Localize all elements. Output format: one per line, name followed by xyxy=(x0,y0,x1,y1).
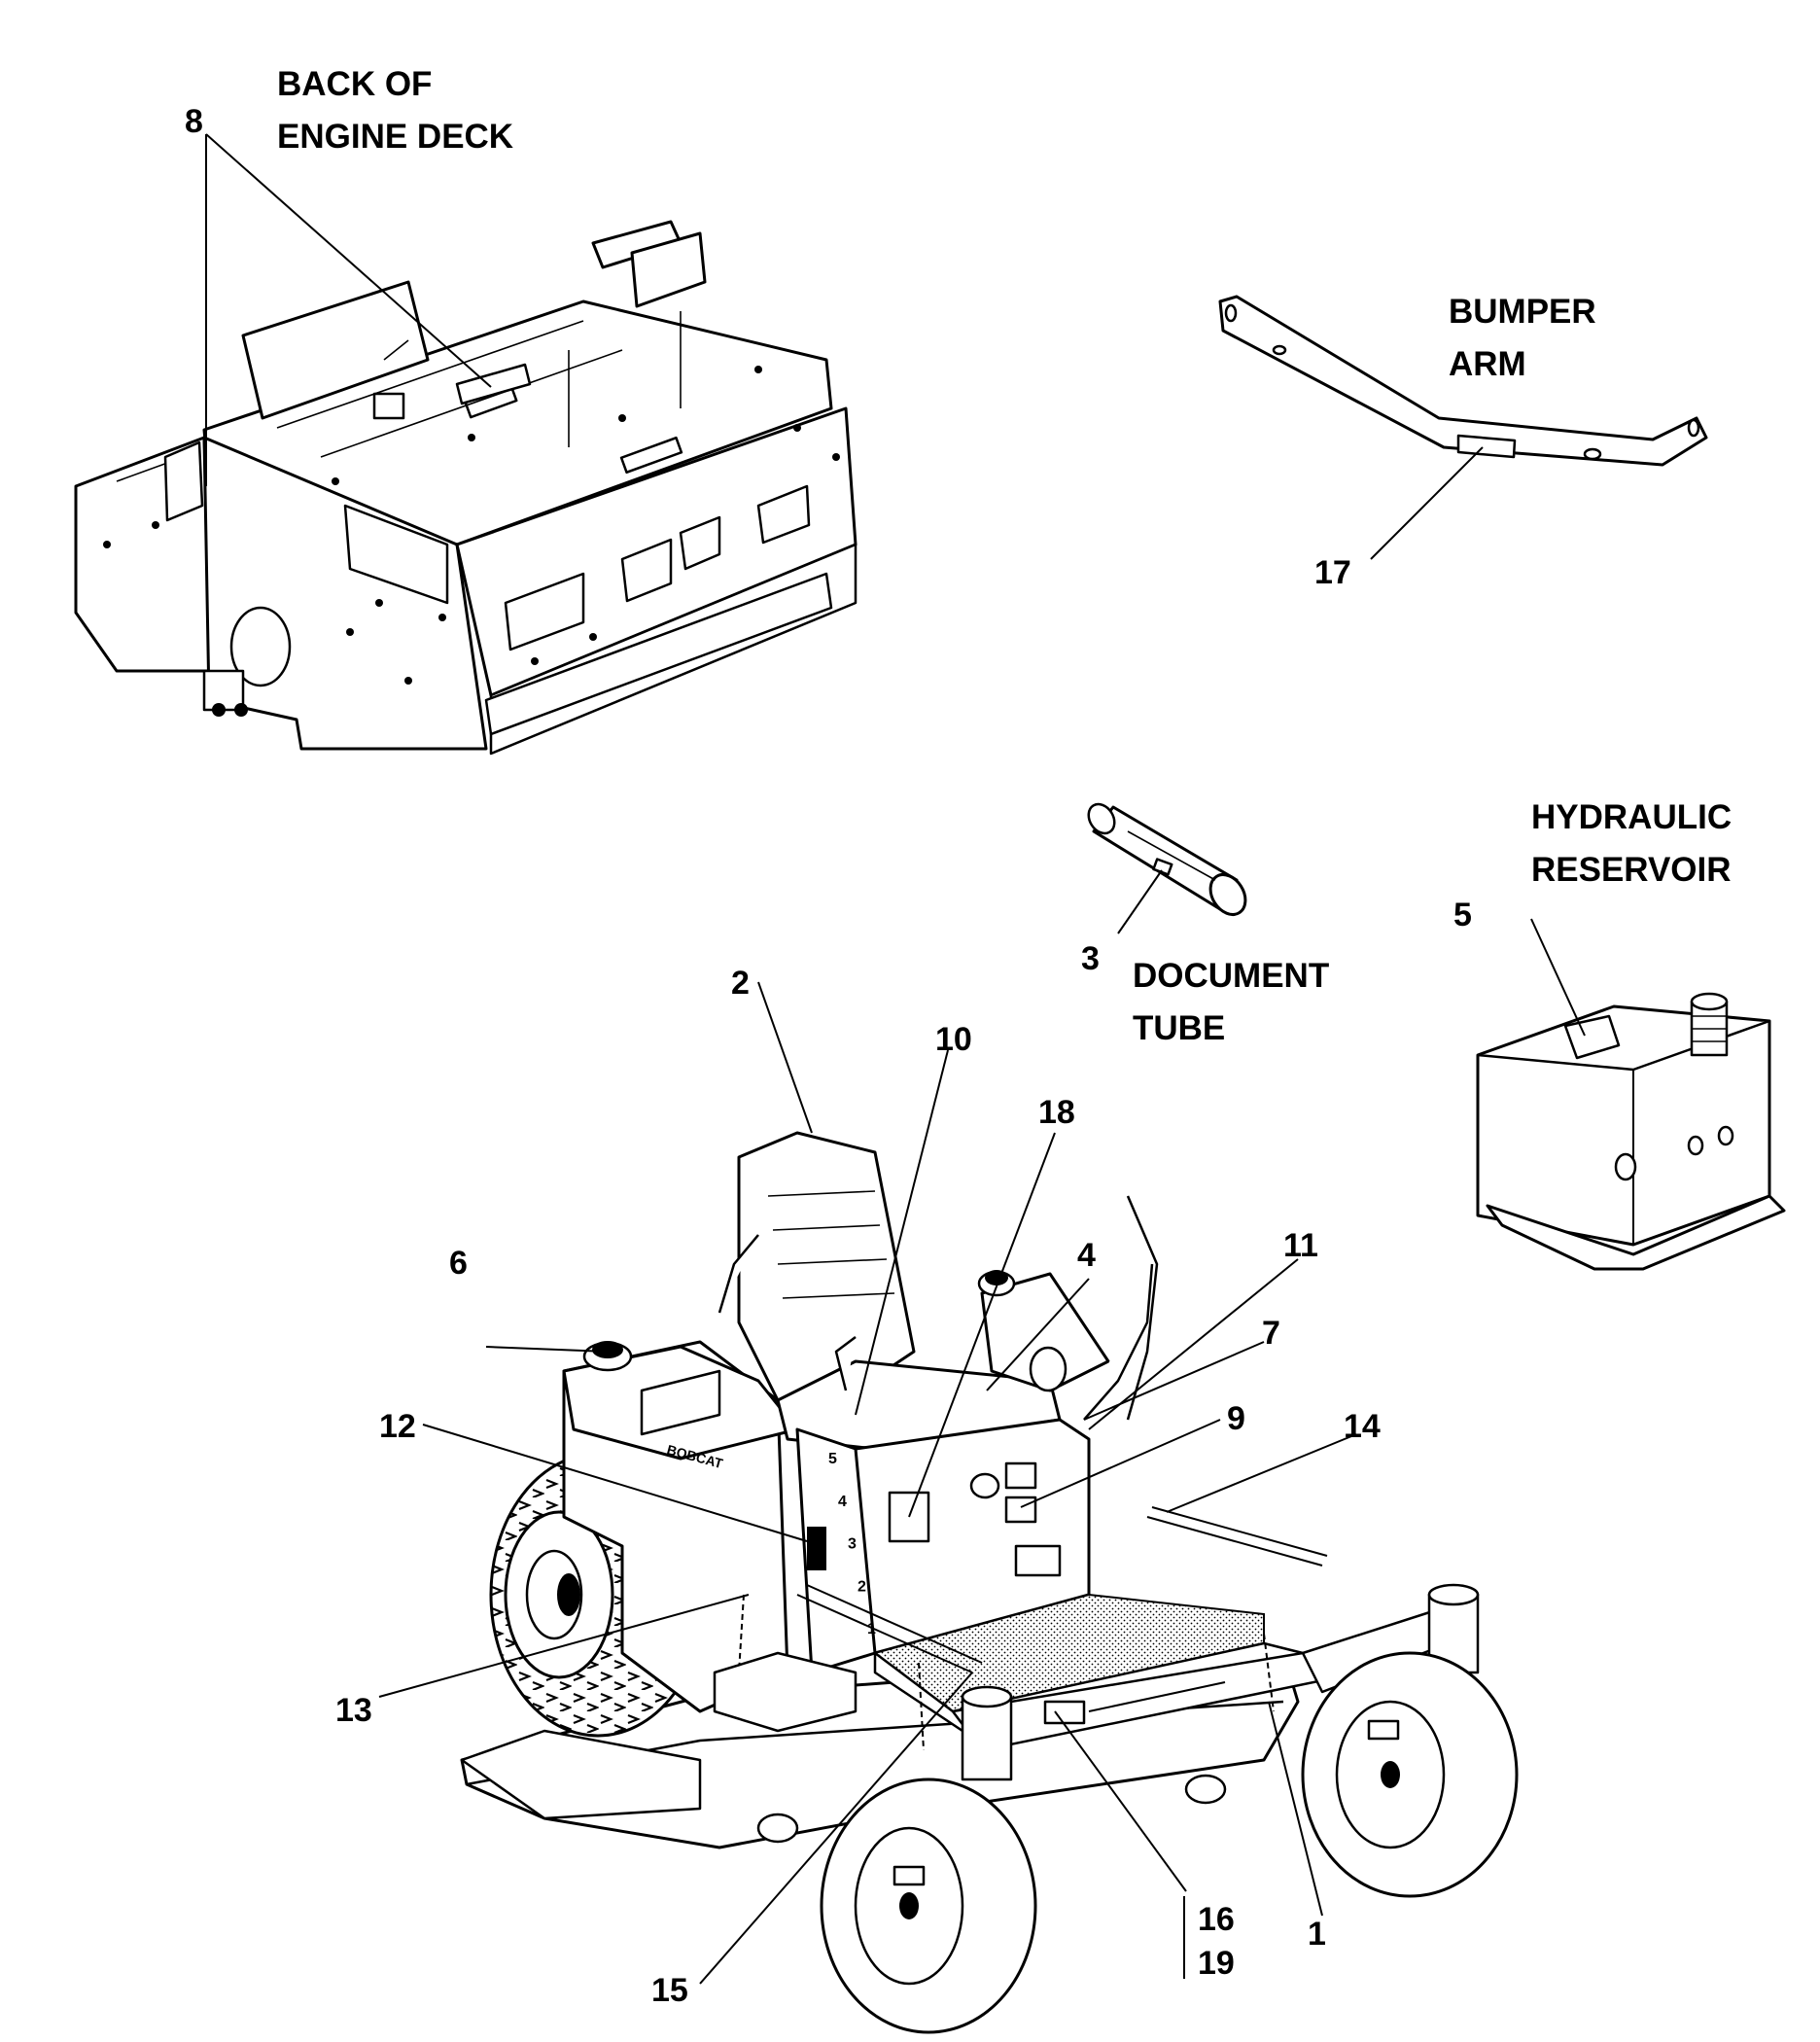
callout-18: 18 xyxy=(1038,1094,1075,1131)
captions: BACK OF ENGINE DECK BUMPER ARM HYDRAULIC… xyxy=(277,65,1732,1047)
caption-document-tube-line2: TUBE xyxy=(1133,1009,1225,1047)
callout-9: 9 xyxy=(1227,1400,1245,1437)
bumper-arm-bar xyxy=(1218,295,1708,467)
caption-bumper-arm-line1: BUMPER xyxy=(1449,293,1596,331)
callout-2: 2 xyxy=(731,965,750,1002)
caption-document-tube-line1: DOCUMENT xyxy=(1133,957,1329,995)
bumper-arm-decal xyxy=(1456,434,1517,459)
height-scale-tick: 1 xyxy=(867,1621,876,1637)
callout-12: 12 xyxy=(379,1408,416,1445)
callout-numbers: 8 17 3 5 2 10 18 4 11 7 9 14 6 12 13 15 … xyxy=(185,103,1472,2009)
operator-seat-back xyxy=(737,1131,916,1402)
frame-decal xyxy=(1043,1700,1086,1725)
callout-11: 11 xyxy=(1283,1227,1318,1264)
caption-hydraulic-reservoir-line2: RESERVOIR xyxy=(1531,851,1732,889)
callout-10: 10 xyxy=(935,1021,972,1058)
callout-3: 3 xyxy=(1081,940,1100,977)
callout-7: 7 xyxy=(1262,1315,1280,1352)
hydraulic-reservoir-decal xyxy=(1563,1014,1621,1060)
callout-5: 5 xyxy=(1453,897,1472,933)
caption-back-of-engine-deck-line1: BACK OF xyxy=(277,65,432,103)
hydraulic-reservoir-drawing xyxy=(1476,992,1786,1271)
document-tube-drawing xyxy=(1087,802,1247,916)
callout-15: 15 xyxy=(651,1972,688,2009)
engine-deck-decal-right xyxy=(455,363,532,405)
height-scale-tick: 3 xyxy=(848,1536,857,1553)
engine-deck-decal-left xyxy=(163,440,204,522)
callout-8: 8 xyxy=(185,103,203,140)
mower-drawing: BOBCAT 5 4 3 xyxy=(460,1131,1519,2034)
callout-16: 16 xyxy=(1198,1901,1235,1938)
caption-hydraulic-reservoir-line1: HYDRAULIC xyxy=(1531,798,1732,836)
caption-back-of-engine-deck-line2: ENGINE DECK xyxy=(277,118,513,156)
callout-19: 19 xyxy=(1198,1945,1235,1982)
rear-panel-decal-lower xyxy=(1014,1544,1062,1577)
height-scale: 5 4 3 2 1 xyxy=(828,1451,876,1637)
callout-17: 17 xyxy=(1314,554,1351,591)
callout-14: 14 xyxy=(1344,1408,1381,1445)
leader-lines xyxy=(205,133,1586,1985)
engine-deck-drawing xyxy=(74,220,858,756)
height-scale-tick: 2 xyxy=(858,1578,866,1595)
height-scale-tick: 4 xyxy=(838,1494,847,1510)
callout-1: 1 xyxy=(1308,1916,1326,1953)
callout-6: 6 xyxy=(449,1245,468,1282)
callout-13: 13 xyxy=(335,1692,372,1729)
bumper-arm-drawing xyxy=(1218,295,1708,467)
callout-4: 4 xyxy=(1077,1237,1096,1274)
caption-bumper-arm-line2: ARM xyxy=(1449,345,1526,383)
height-scale-tick: 5 xyxy=(828,1451,837,1467)
